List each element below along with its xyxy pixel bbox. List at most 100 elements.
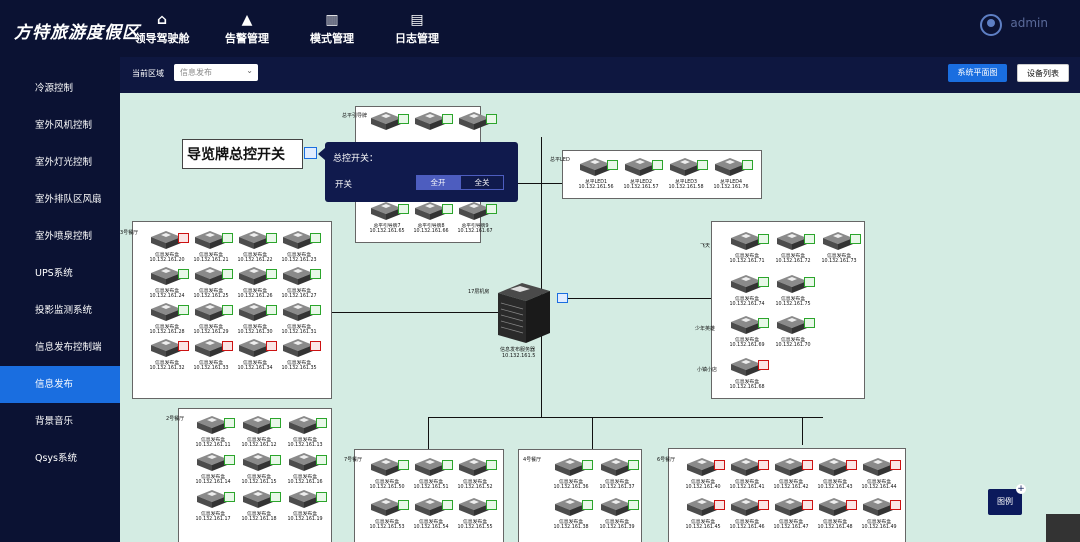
online-screen-icon (266, 305, 277, 315)
display-icon[interactable] (304, 147, 317, 159)
info-server[interactable]: 17层机房 信息发布服务器 10.132.161.5 (468, 279, 554, 359)
sidebar-item[interactable]: 室外风机控制 (35, 120, 93, 131)
device-name: 信息发布盒 (735, 338, 759, 343)
nav-cockpit[interactable]: ⌂领导驾驶舱 (122, 10, 202, 46)
sidebar-item[interactable]: 背景音乐 (35, 416, 74, 427)
sidebar-item[interactable]: Qsys系统 (35, 453, 77, 464)
offline-screen-icon (846, 500, 857, 510)
device-node[interactable] (456, 111, 502, 153)
sidebar-item[interactable]: 投影监测系统 (35, 305, 93, 316)
all-off-button[interactable]: 全关 (460, 175, 504, 190)
group-label: 2号餐厅 (166, 416, 185, 422)
nav-mode[interactable]: ▥模式管理 (292, 10, 372, 46)
master-switch-card[interactable]: 导览牌总控开关 (182, 139, 303, 169)
nav-alarm[interactable]: ▲告警管理 (207, 10, 287, 46)
online-screen-icon (222, 305, 233, 315)
legend-button[interactable]: 图例+ (988, 484, 1026, 515)
all-on-button[interactable]: 全开 (416, 175, 460, 190)
switch-icon (554, 497, 586, 517)
nav-log[interactable]: ▤日志管理 (377, 10, 457, 46)
sidebar-item[interactable]: UPS系统 (35, 268, 73, 279)
area-select[interactable]: 信息发布⌄ (174, 64, 258, 81)
sidebar-item[interactable]: 信息发布控制端 (35, 342, 102, 353)
sidebar-item[interactable]: 冷源控制 (35, 83, 74, 94)
device-ip: 10.132.161.25 (193, 294, 229, 299)
online-screen-icon (266, 233, 277, 243)
device-node[interactable] (368, 111, 414, 153)
floor-plan-button[interactable]: 系统平面图 (948, 64, 1007, 82)
device-ip: 10.132.161.42 (773, 485, 809, 490)
sidebar-item[interactable]: 室外排队区风扇 (35, 194, 102, 205)
switch-icon (776, 274, 808, 294)
device-name: 信息发布盒 (735, 297, 759, 302)
sidebar-item[interactable]: 室外喷泉控制 (35, 231, 93, 242)
device-node[interactable] (412, 111, 458, 153)
switch-icon (288, 489, 320, 509)
device-list-button[interactable]: 设备列表 (1017, 64, 1069, 82)
sidebar-item[interactable]: 信息发布 (0, 366, 120, 403)
sidebar-item[interactable]: 室外灯光控制 (35, 157, 93, 168)
user-menu[interactable]: admin (980, 14, 1048, 36)
